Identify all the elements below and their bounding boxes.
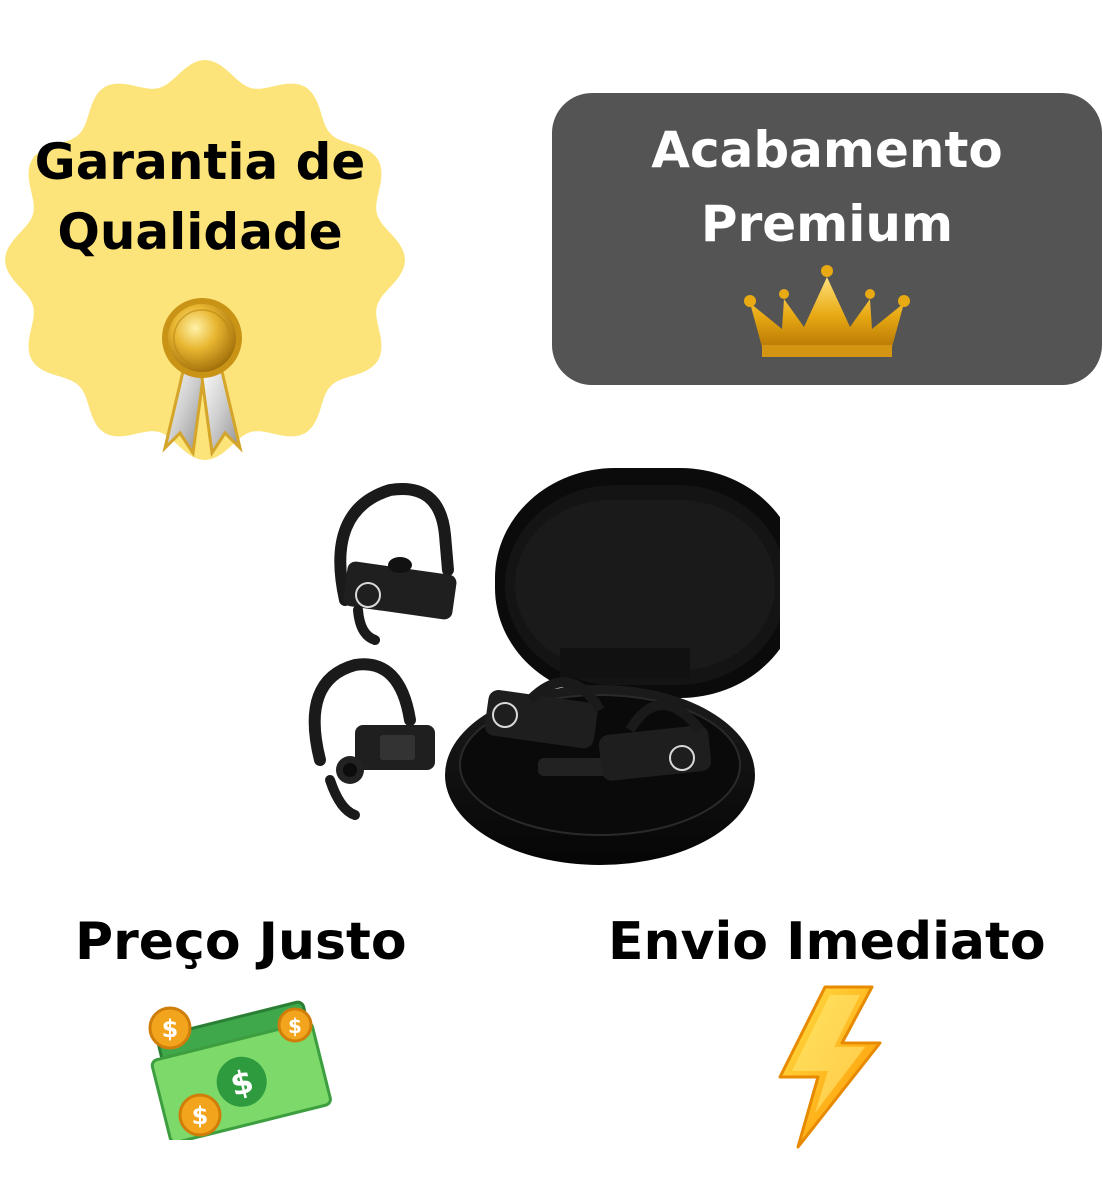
quality-badge-title: Garantia de Qualidade [0,127,400,267]
crown-icon [744,265,910,357]
earbuds-product-image [308,468,780,865]
quality-guarantee-badge: Garantia de Qualidade [0,55,410,465]
coin-top-left: $ [148,1006,192,1050]
quality-badge-line2: Qualidade [57,203,343,261]
money-icon: $ $ $ $ [148,1000,332,1140]
earbuds-in-case [484,677,712,781]
immediate-shipping-label: Envio Imediato [608,912,1046,972]
premium-badge-title: Acabamento Premium [552,113,1102,261]
coin-bottom: $ [178,1093,222,1137]
coin-top-right: $ [277,1007,313,1043]
medal-icon [162,298,243,458]
premium-finish-badge: Acabamento Premium [552,93,1102,385]
quality-badge-line1: Garantia de [34,133,366,191]
case-lid [495,468,780,698]
fair-price-label: Preço Justo [75,912,407,972]
premium-badge-line2: Premium [700,195,954,253]
earbud-top [334,483,457,645]
svg-text:$: $ [288,1014,302,1038]
earbud-bottom [308,658,435,820]
svg-text:$: $ [192,1102,209,1130]
premium-badge-line1: Acabamento [651,121,1003,179]
lightning-icon [778,985,882,1149]
scalloped-badge-shape [5,60,405,460]
svg-text:$: $ [162,1015,179,1043]
